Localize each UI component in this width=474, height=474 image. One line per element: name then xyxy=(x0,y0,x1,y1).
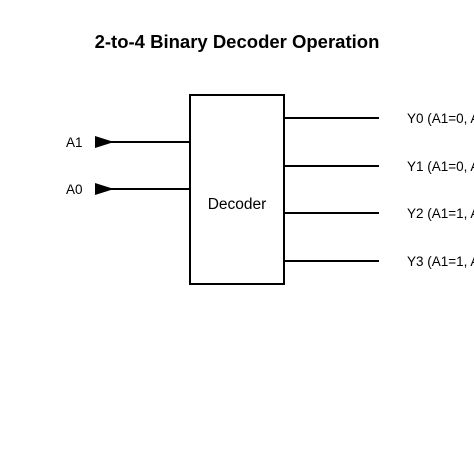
input-label-a1: A1 xyxy=(66,135,83,150)
decoder-block-label: Decoder xyxy=(208,196,267,213)
output-label-y2: Y2 (A1=1, A0=0) xyxy=(407,206,474,221)
output-label-y0: Y0 (A1=0, A0=0) xyxy=(407,111,474,126)
decoder-block xyxy=(189,94,285,285)
output-label-y3: Y3 (A1=1, A0=1) xyxy=(407,254,474,269)
input-arrow-a1 xyxy=(95,136,114,148)
input-arrow-a0 xyxy=(95,183,114,195)
output-label-y1: Y1 (A1=0, A0=1) xyxy=(407,159,474,174)
input-label-a0: A0 xyxy=(66,182,83,197)
diagram-title: 2-to-4 Binary Decoder Operation xyxy=(95,31,380,52)
